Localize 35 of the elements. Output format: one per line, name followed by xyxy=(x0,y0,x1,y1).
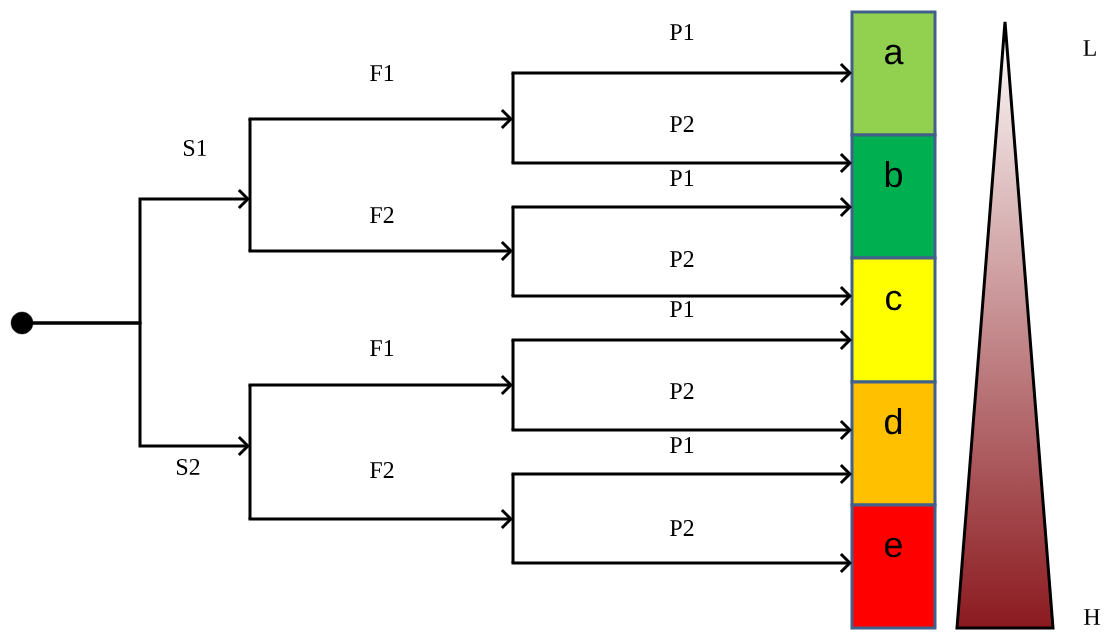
arrow xyxy=(511,196,852,218)
edge-label: P1 xyxy=(670,437,694,453)
edge-label: S2 xyxy=(177,458,200,475)
arrow xyxy=(511,285,852,307)
arrow xyxy=(31,321,250,457)
color-box: b xyxy=(850,133,937,260)
arrow xyxy=(511,552,852,574)
color-box: d xyxy=(850,380,937,507)
arrow xyxy=(511,62,852,84)
edge-label: F2 xyxy=(370,207,394,223)
start-dot xyxy=(10,311,34,335)
edge-label: P1 xyxy=(670,170,694,186)
arrow xyxy=(511,463,852,485)
edge-label: F1 xyxy=(370,340,394,356)
arrow xyxy=(248,240,513,262)
scale-label: H xyxy=(1084,609,1100,625)
edge-label: P2 xyxy=(670,116,694,132)
edge-label: P2 xyxy=(670,520,694,536)
scale-label: L xyxy=(1083,40,1096,56)
edge-label: S1 xyxy=(184,139,207,156)
edge-label: P2 xyxy=(670,383,694,399)
color-box: c xyxy=(850,256,937,384)
edge-label: P2 xyxy=(670,251,694,267)
color-box: e xyxy=(850,503,937,630)
edge-label: P1 xyxy=(670,24,694,40)
arrow xyxy=(511,419,852,441)
arrow xyxy=(248,508,513,530)
edge-label: P1 xyxy=(670,301,694,317)
arrow xyxy=(248,108,513,130)
arrow xyxy=(511,152,852,174)
edge-label: F2 xyxy=(370,462,394,478)
arrow xyxy=(248,374,513,396)
arrow xyxy=(511,329,852,351)
color-box: a xyxy=(850,10,937,137)
edge-label: F1 xyxy=(370,65,394,81)
